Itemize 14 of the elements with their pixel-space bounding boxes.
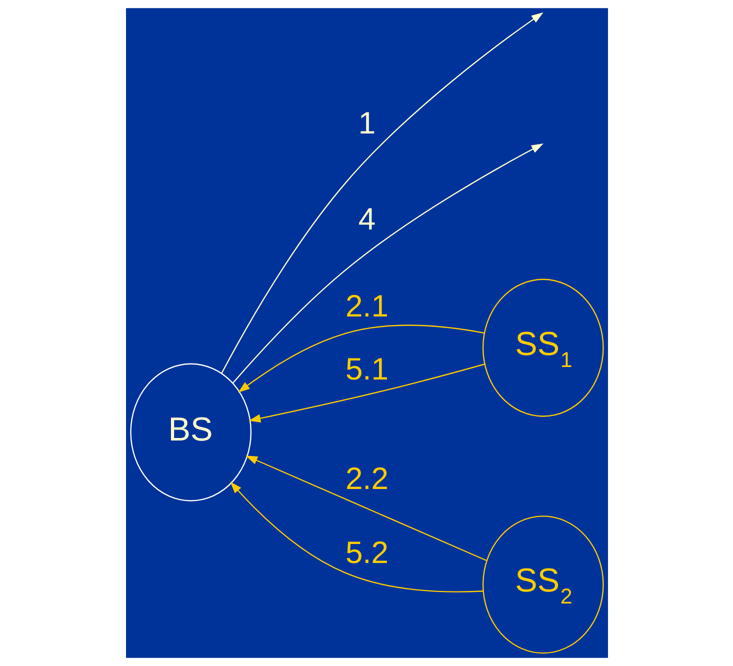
- arrow: [248, 364, 484, 422]
- arrow: [230, 482, 483, 592]
- node-ellipse: SS$_{1}$: [482, 278, 604, 417]
- edge-label: 1: [358, 105, 376, 140]
- arrow: [232, 144, 543, 384]
- edge-label: 2.1: [344, 288, 388, 324]
- arrow: [220, 12, 543, 374]
- arrow: [245, 456, 486, 562]
- node-ellipse: SS$_{2}$: [482, 516, 604, 654]
- edge-label: 5.2: [344, 534, 388, 570]
- arrow: [237, 324, 484, 393]
- edge-label: 5.1: [344, 352, 388, 387]
- edge-label: 2.2: [344, 461, 388, 496]
- edge-label: 4: [358, 202, 376, 237]
